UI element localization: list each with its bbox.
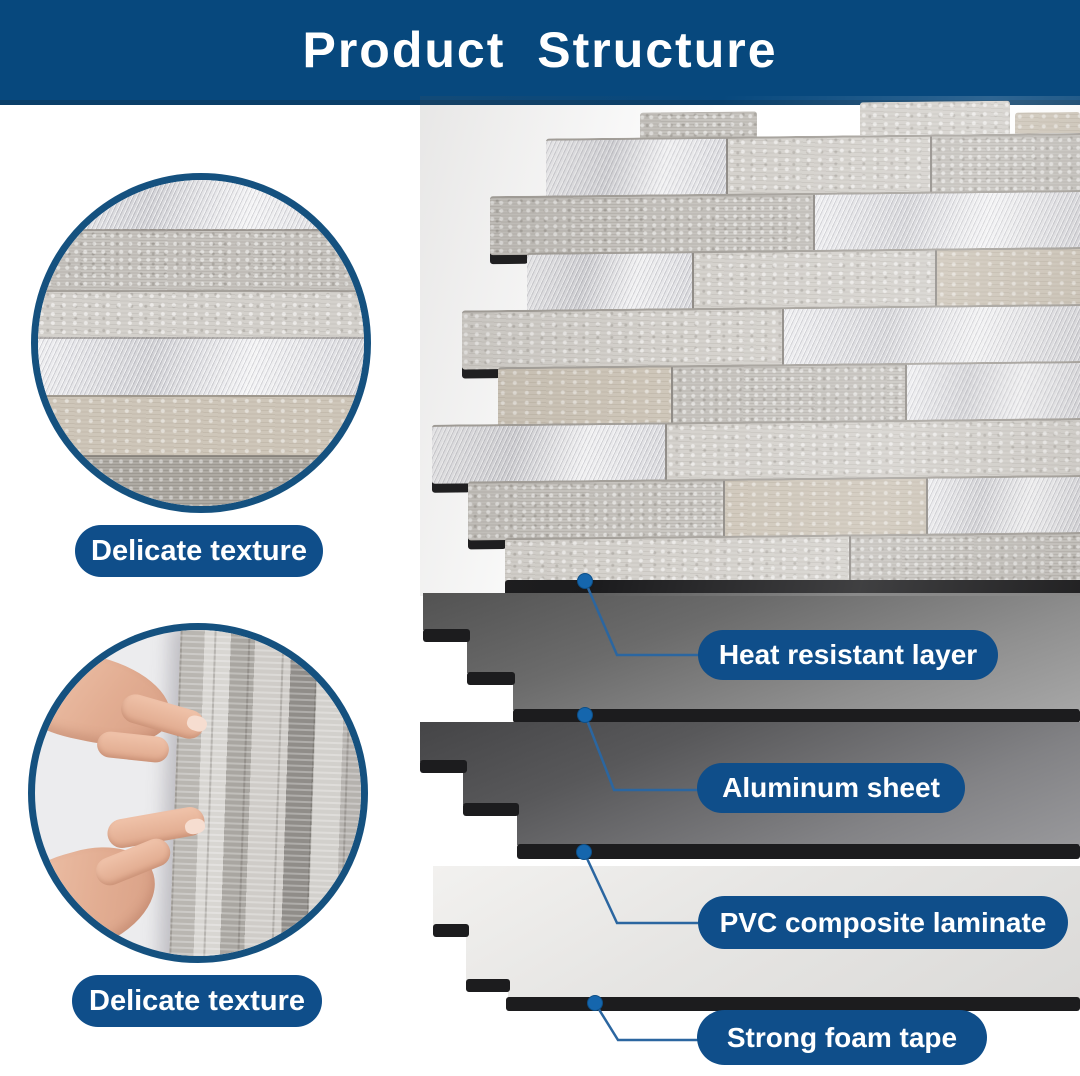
tile-plank: [693, 250, 936, 311]
hand-top-thumb: [95, 730, 170, 765]
caption-text: Delicate texture: [89, 984, 305, 1017]
tile-plank: [468, 480, 724, 541]
layer-aluminum-edge: [463, 803, 519, 816]
label-text: Strong foam tape: [726, 1021, 958, 1053]
tile-panel-bottom-edge: [505, 580, 1080, 593]
layer-pvc-edge: [433, 924, 469, 937]
hands-holding-sample-circle: [28, 623, 368, 963]
tile-plank: [462, 309, 783, 370]
tile-plank-row: [490, 190, 1080, 256]
tile-plank: [498, 367, 672, 427]
tile-plank: [527, 253, 692, 312]
layer-pvc-edge: [466, 979, 510, 992]
tile-plank: [906, 362, 1080, 422]
tile-plank: [666, 420, 1080, 482]
tile-plank-row: [468, 475, 1080, 541]
label-strong-foam-tape: Strong foam tape: [697, 1010, 987, 1065]
sample-board: [169, 630, 361, 956]
plank-stripe: [38, 337, 364, 395]
page-title: Product Structure: [302, 22, 778, 78]
layer-foam-tape-edge: [506, 997, 1080, 1011]
texture-closeup-circle: [31, 173, 371, 513]
label-text: Heat resistant layer: [718, 639, 978, 670]
tile-plank: [937, 249, 1080, 308]
tile-plank: [931, 134, 1080, 194]
caption-delicate-texture-2: Delicate texture: [72, 975, 322, 1027]
label-pvc-composite-laminate: PVC composite laminate: [698, 896, 1068, 949]
tile-plank-row: [546, 133, 1080, 198]
layer-aluminum-edge: [420, 760, 467, 773]
label-heat-resistant-layer: Heat resistant layer: [698, 630, 998, 680]
layer-heat-edge: [423, 629, 470, 642]
layer-heat-edge: [513, 709, 1080, 723]
tile-plank-end: [640, 111, 757, 140]
tile-plank: [850, 534, 1080, 587]
tile-plank: [490, 194, 814, 256]
layer-heat-edge: [467, 672, 515, 685]
tile-plank: [728, 136, 930, 196]
header-banner: Product Structure: [0, 0, 1080, 105]
tile-plank-row: [462, 304, 1080, 370]
tile-plank: [725, 478, 926, 538]
caption-text: Delicate texture: [91, 534, 307, 567]
label-aluminum-sheet: Aluminum sheet: [697, 763, 965, 813]
tile-plank-row: [498, 361, 1080, 427]
tile-plank: [928, 477, 1080, 536]
tile-plank-end: [860, 100, 1010, 136]
plank-stripe: [38, 289, 364, 338]
tile-plank: [815, 192, 1080, 252]
caption-delicate-texture-1: Delicate texture: [75, 525, 323, 577]
tile-plank-row: [527, 247, 1080, 312]
layer-aluminum-edge: [517, 844, 1080, 859]
tile-plank: [784, 306, 1080, 367]
tile-plank: [432, 424, 665, 484]
label-text: Aluminum sheet: [722, 772, 940, 803]
label-text: PVC composite laminate: [719, 906, 1047, 938]
tile-plank-end: [1015, 112, 1080, 134]
plank-stripe: [38, 394, 364, 456]
tile-plank: [546, 138, 727, 198]
tile-plank: [673, 364, 905, 425]
tile-plank-row: [432, 418, 1080, 484]
plank-stripe: [38, 228, 364, 290]
